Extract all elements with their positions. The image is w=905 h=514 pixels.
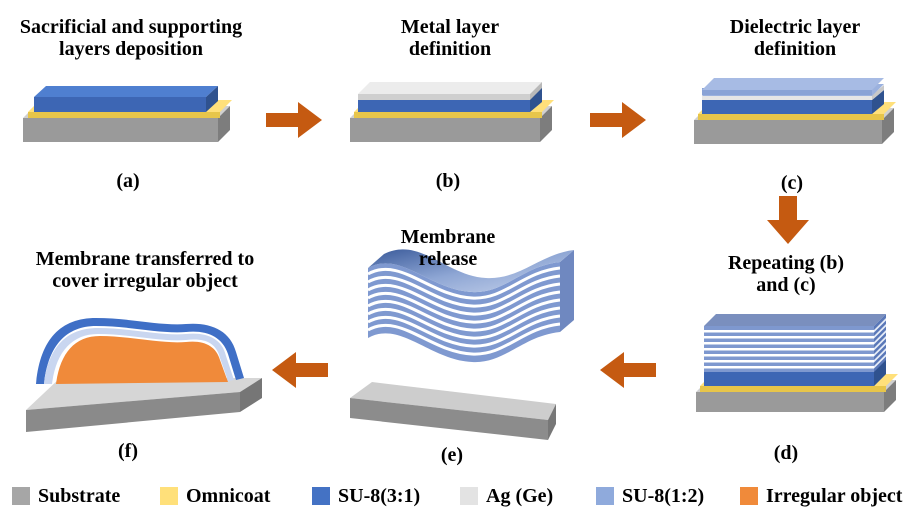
legend-irregular-object: Irregular object — [740, 484, 902, 508]
layer-stripe-side — [874, 348, 886, 363]
stack-d — [696, 314, 898, 412]
membrane-stripe — [367, 282, 561, 316]
step-d-caption: (d) — [773, 442, 799, 464]
stack-a — [23, 86, 232, 142]
legend-swatch — [160, 487, 178, 505]
step-e-caption: (e) — [440, 444, 464, 466]
membrane-side — [560, 250, 574, 332]
membrane-stripe — [367, 290, 561, 324]
legend-label: Ag (Ge) — [486, 484, 554, 507]
layer-stripe-side — [874, 330, 886, 345]
legend-su8-3-1: SU-8(3:1) — [312, 484, 420, 508]
legend-su8-1-2: SU-8(1:2) — [596, 484, 704, 508]
step-b-caption: (b) — [435, 170, 461, 192]
legend-swatch — [740, 487, 758, 505]
stack-f — [26, 318, 262, 432]
legend-label: Omnicoat — [186, 484, 271, 507]
legend-ag-ge: Ag (Ge) — [460, 484, 553, 508]
step-b-title: Metal layer definition — [400, 16, 500, 60]
arrow-b-to-c — [590, 102, 646, 138]
step-a-title: Sacrificial and supporting layers deposi… — [19, 16, 243, 60]
layer-stripe — [704, 348, 874, 351]
arrow-a-to-b — [266, 102, 322, 138]
step-f-title: Membrane transferred to cover irregular … — [35, 248, 255, 292]
legend-swatch — [460, 487, 478, 505]
layer-stripe-side — [874, 336, 886, 351]
step-c-title: Dielectric layer definition — [729, 16, 861, 60]
legend-substrate: Substrate — [12, 484, 120, 508]
legend-label: SU-8(3:1) — [338, 484, 421, 507]
legend-omnicoat: Omnicoat — [160, 484, 270, 508]
layer-stripe-side — [874, 342, 886, 357]
arrow-e-to-f — [272, 352, 328, 388]
legend-label: Substrate — [38, 484, 121, 507]
stack-e — [350, 249, 574, 440]
arrow-c-to-d — [767, 196, 809, 244]
membrane-stripe — [367, 314, 561, 348]
layer-stripe — [704, 342, 874, 345]
membrane-stripe — [367, 306, 561, 340]
layer-stripe — [704, 354, 874, 357]
legend-label: SU-8(1:2) — [622, 484, 705, 507]
layer-stripe-side — [874, 318, 886, 333]
membrane-stripe — [367, 298, 561, 332]
legend-swatch — [596, 487, 614, 505]
layer-stripe-side — [874, 324, 886, 339]
stack-b — [350, 82, 554, 142]
legend-swatch — [12, 487, 30, 505]
membrane-stripe — [367, 266, 561, 300]
step-c-caption: (c) — [780, 172, 804, 194]
layer-stripe — [704, 336, 874, 339]
arrow-d-to-e — [600, 352, 656, 388]
membrane-stripe — [367, 274, 561, 308]
stack-c — [694, 78, 896, 144]
legend-label: Irregular object — [766, 484, 903, 507]
step-e-title: Membrane release — [400, 226, 496, 270]
layer-stripe — [704, 360, 874, 363]
layer-stripe-side — [874, 354, 886, 369]
step-a-caption: (a) — [116, 170, 140, 192]
layer-stripe — [704, 330, 874, 333]
legend-swatch — [312, 487, 330, 505]
step-d-title: Repeating (b) and (c) — [727, 252, 845, 296]
layer-stripe — [704, 366, 874, 369]
membrane-stripe — [367, 322, 561, 356]
step-f-caption: (f) — [118, 440, 138, 462]
